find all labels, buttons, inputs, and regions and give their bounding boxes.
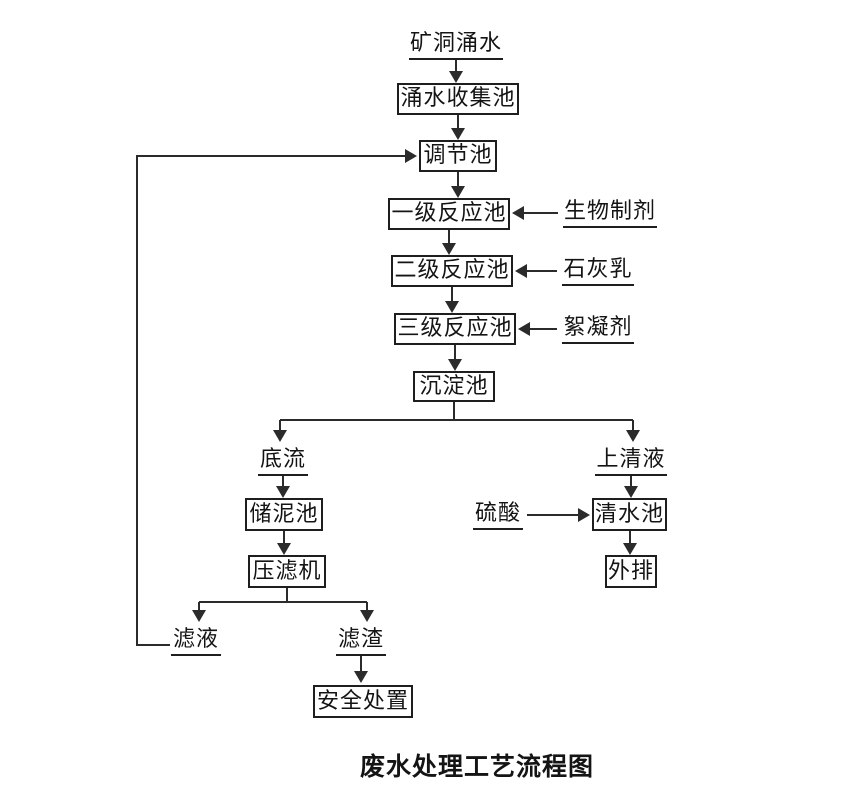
node-filter-residue: 滤渣 <box>336 627 386 656</box>
arrowhead-residue-disposal <box>354 671 368 683</box>
node-reaction-pool-2: 二级反应池 <box>391 255 513 287</box>
node-safe-disposal: 安全处置 <box>313 685 413 718</box>
arrowhead-source-collection <box>449 71 463 83</box>
reagent-flocculant: 絮凝剂 <box>562 315 634 344</box>
arrowhead-branch-residue <box>360 610 374 622</box>
arrowhead-branch-supernatant <box>626 430 640 442</box>
arrowhead-clearwater-discharge <box>623 543 637 555</box>
reagent-lime-milk: 石灰乳 <box>562 257 634 286</box>
node-discharge: 外排 <box>605 555 657 588</box>
arrowhead-underflow-sludge <box>276 486 290 498</box>
arrowhead-limemilk-reaction2 <box>515 264 527 278</box>
node-supernatant: 上清液 <box>595 447 667 476</box>
arrowhead-branch-filtrate <box>192 610 206 622</box>
arrowhead-branch-underflow <box>273 430 287 442</box>
arrowhead-collection-regulation <box>451 128 465 140</box>
reagent-biological-agent: 生物制剂 <box>563 199 657 228</box>
arrowhead-regulation-reaction1 <box>451 186 465 198</box>
arrowhead-bioagent-reaction1 <box>512 206 524 220</box>
arrowhead-loop-regulation <box>405 149 417 163</box>
node-reaction-pool-1: 一级反应池 <box>388 198 510 230</box>
node-collection-pool: 涌水收集池 <box>397 83 519 115</box>
node-regulation-pool: 调节池 <box>419 140 497 172</box>
arrowhead-reaction3-sedimentation <box>448 359 462 371</box>
reagent-sulfuric-acid: 硫酸 <box>473 501 523 530</box>
node-underflow: 底流 <box>258 447 308 476</box>
node-clear-water-pool: 清水池 <box>592 498 667 531</box>
diagram-title: 废水处理工艺流程图 <box>360 752 595 781</box>
arrowhead-sludge-filterpress <box>277 543 291 555</box>
arrowhead-reaction2-reaction3 <box>445 301 459 313</box>
arrowhead-sulfuric-clearwater <box>578 508 590 522</box>
node-source: 矿洞涌水 <box>409 31 503 60</box>
node-reaction-pool-3: 三级反应池 <box>394 313 516 345</box>
node-filter-press: 压滤机 <box>248 555 326 588</box>
node-sedimentation-pool: 沉淀池 <box>413 371 495 402</box>
arrowhead-flocculant-reaction3 <box>518 322 530 336</box>
arrowhead-supernatant-clearwater <box>624 486 638 498</box>
node-filtrate: 滤液 <box>171 627 221 656</box>
node-sludge-pool: 储泥池 <box>245 498 323 531</box>
arrowhead-reaction1-reaction2 <box>442 243 456 255</box>
